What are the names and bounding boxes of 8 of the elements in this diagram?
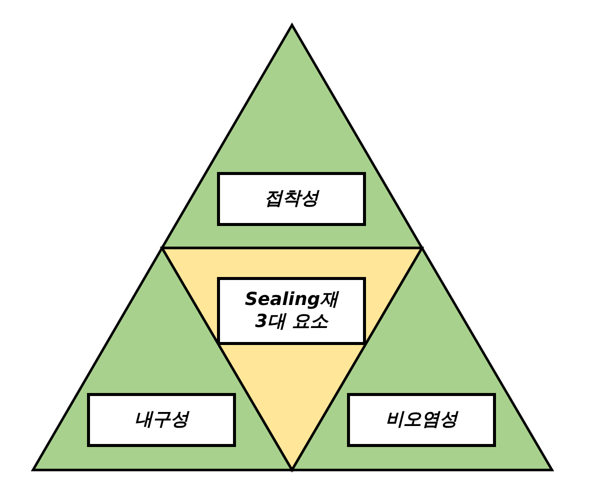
label-panel [87, 393, 236, 447]
term-text: 내구성 [134, 408, 188, 432]
term-text: 접착성 [264, 188, 318, 210]
label-panel [217, 172, 366, 226]
label-panel [347, 393, 496, 447]
label-panel [217, 277, 366, 345]
term-text: Sealing재 3대 요소 [244, 288, 340, 334]
term-text: 비오염성 [386, 408, 458, 432]
